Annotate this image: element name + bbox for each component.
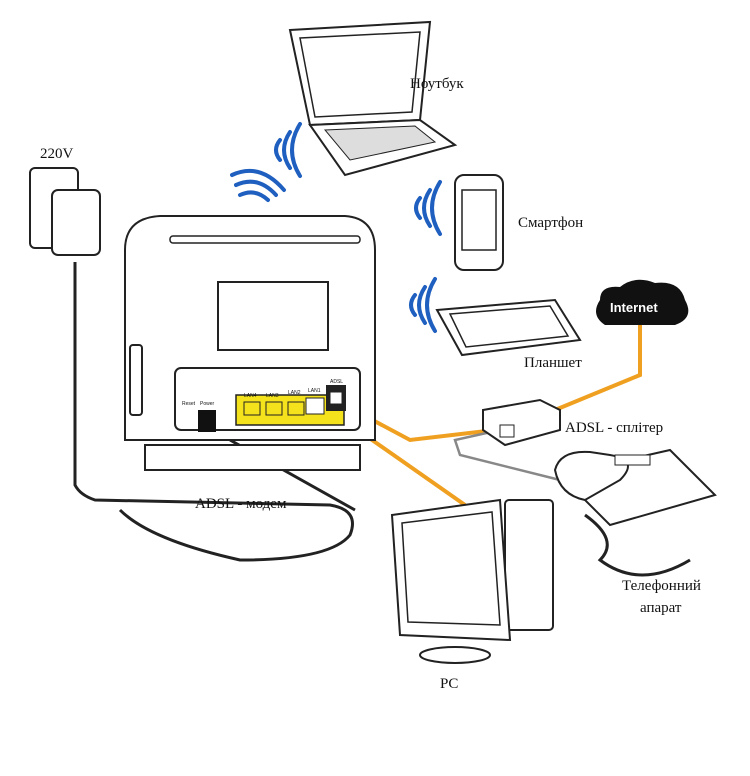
tablet <box>435 298 582 357</box>
internet-label: Internet <box>610 300 658 315</box>
wifi-icon <box>274 122 302 178</box>
label-splitter: ADSL - сплітер <box>565 420 663 436</box>
phone-cable <box>453 428 561 482</box>
adsl-splitter <box>482 398 561 447</box>
port-label-adsl: ADSL <box>330 379 343 385</box>
smartphone <box>454 174 504 271</box>
port-label-reset: Reset <box>182 401 196 407</box>
wifi-icon <box>230 169 286 202</box>
port-label-lan4: LAN4 <box>244 393 257 399</box>
label-220v: 220V <box>40 146 74 162</box>
internet-cloud: Internet <box>596 279 689 325</box>
port-label-lan3: LAN3 <box>266 393 279 399</box>
port-label-lan1: LAN1 <box>308 388 321 394</box>
wifi-icon <box>414 180 442 236</box>
telephone <box>553 448 717 577</box>
power-port <box>198 410 216 432</box>
adsl-modem: Reset Power LAN4 LAN3 LAN2 LAN1 ADSL <box>124 215 376 471</box>
power-adapter <box>29 167 101 256</box>
label-smartphone: Смартфон <box>518 215 583 231</box>
wifi-icon <box>409 277 437 333</box>
label-laptop: Ноутбук <box>410 76 464 92</box>
label-tablet: Планшет <box>524 355 582 371</box>
laptop <box>288 20 458 177</box>
pc <box>390 498 554 664</box>
label-phone-line2: апарат <box>640 600 682 616</box>
label-modem: ADSL - модем <box>195 496 287 512</box>
internet-cable <box>554 325 642 412</box>
port-label-lan2: LAN2 <box>288 390 301 396</box>
label-pc: PC <box>440 676 458 692</box>
port-label-power: Power <box>200 401 215 407</box>
label-phone-line1: Телефонний <box>622 578 701 594</box>
